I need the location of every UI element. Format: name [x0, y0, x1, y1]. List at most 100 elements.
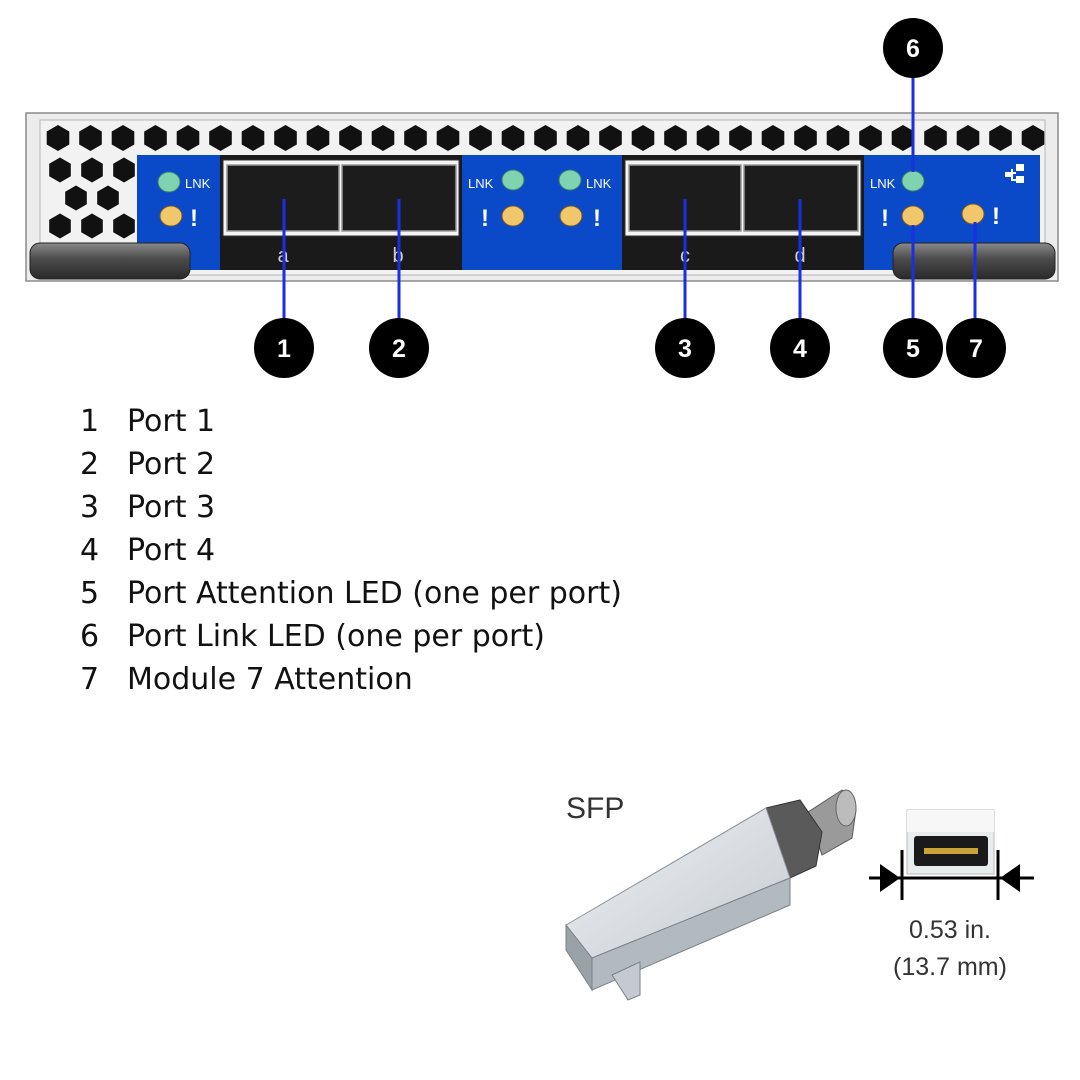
vent-hole	[97, 185, 119, 211]
legend-text: Module 7 Attention	[127, 662, 413, 697]
led-label-lnk-d: LNK	[870, 176, 896, 191]
vent-hole	[891, 125, 915, 151]
legend-num: 2	[80, 447, 100, 482]
vent-hole	[113, 157, 135, 183]
vent-hole	[111, 125, 135, 151]
link-led-port-c	[558, 169, 582, 191]
svg-text:3: 3	[678, 335, 692, 363]
attention-symbol-module: !	[992, 203, 1000, 230]
svg-text:4: 4	[793, 335, 807, 363]
vent-hole	[371, 125, 395, 151]
legend-item: 1 Port 1	[80, 400, 622, 443]
attention-symbol-b: !	[481, 205, 489, 232]
legend-num: 7	[80, 662, 100, 697]
attention-symbol-d: !	[881, 205, 889, 232]
vent-hole	[65, 185, 87, 211]
callout-lines	[282, 70, 977, 325]
led-label-lnk-c: LNK	[586, 176, 612, 191]
led-panel-middle	[462, 155, 622, 270]
vent-hole	[81, 213, 103, 239]
vent-hole	[1021, 125, 1045, 151]
vent-hole	[664, 125, 687, 151]
vent-hole	[599, 125, 622, 151]
vent-hole	[81, 157, 103, 183]
vent-hole	[501, 125, 525, 151]
svg-text:7: 7	[969, 335, 983, 363]
attention-symbol: !	[190, 205, 198, 232]
legend-text: Port 3	[127, 490, 216, 525]
legend-item: 6 Port Link LED (one per port)	[80, 615, 622, 658]
vent-hole	[696, 125, 720, 151]
vent-hole	[79, 125, 102, 151]
legend-text: Port Link LED (one per port)	[127, 619, 545, 654]
vent-hole	[631, 125, 655, 151]
legend-num: 3	[80, 490, 100, 525]
vent-hole	[176, 125, 200, 151]
legend-item: 3 Port 3	[80, 486, 622, 529]
attention-led-port-c	[559, 205, 583, 227]
legend-num: 6	[80, 619, 100, 654]
sfp-module-illustration	[565, 789, 857, 1001]
vent-hole	[306, 125, 330, 151]
vent-hole	[826, 125, 850, 151]
vent-hole	[209, 125, 232, 151]
vent-hole	[46, 125, 70, 151]
vent-hole	[339, 125, 362, 151]
attention-led-port-d	[901, 205, 925, 227]
vent-hole	[956, 125, 980, 151]
network-topology-icon	[1005, 164, 1024, 183]
link-led-port-d	[901, 170, 925, 192]
vent-hole	[729, 125, 752, 151]
vent-grille-left	[49, 157, 135, 239]
attention-led-port-b	[501, 205, 525, 227]
sfp-width-inches: 0.53 in.	[909, 916, 991, 944]
callout-2: 2	[369, 318, 429, 378]
sfp-end-view	[906, 809, 995, 875]
sfp-width-mm: (13.7 mm)	[893, 953, 1007, 981]
vent-hole	[566, 125, 590, 151]
svg-text:6: 6	[906, 35, 920, 63]
sfp-title: SFP	[566, 792, 624, 825]
callout-4: 4	[770, 318, 830, 378]
legend-text: Port 2	[127, 447, 216, 482]
legend-num: 1	[80, 404, 100, 439]
module-attention-led	[961, 203, 985, 225]
vent-hole	[274, 125, 297, 151]
legend-num: 5	[80, 576, 100, 611]
vent-hole	[49, 213, 71, 239]
vent-hole	[924, 125, 947, 151]
led-label-lnk: LNK	[185, 176, 211, 191]
legend-text: Port 1	[127, 404, 216, 439]
left-grip-handle[interactable]	[29, 242, 191, 280]
svg-text:5: 5	[906, 335, 920, 363]
legend-item: 7 Module 7 Attention	[80, 658, 622, 701]
callout-3: 3	[655, 318, 715, 378]
vent-hole	[859, 125, 882, 151]
dimension-arrows	[869, 850, 1034, 900]
vent-hole	[404, 125, 427, 151]
attention-led-port-a	[159, 205, 183, 227]
callout-5: 5	[883, 318, 943, 378]
callout-6: 6	[883, 18, 943, 78]
vent-hole	[989, 125, 1012, 151]
callout-1: 1	[254, 318, 314, 378]
legend-item: 2 Port 2	[80, 443, 622, 486]
vent-hole	[49, 157, 71, 183]
vent-hole	[534, 125, 557, 151]
vent-hole	[113, 213, 135, 239]
link-led-port-b	[501, 169, 525, 191]
vent-grille	[46, 125, 1045, 151]
svg-text:2: 2	[392, 335, 406, 363]
attention-symbol-c: !	[593, 205, 601, 232]
legend-num: 4	[80, 533, 100, 568]
svg-text:1: 1	[277, 335, 291, 363]
link-led-port-a	[157, 171, 181, 193]
callout-7: 7	[946, 318, 1006, 378]
vent-hole	[469, 125, 492, 151]
vent-hole	[794, 125, 817, 151]
led-label-lnk-b: LNK	[468, 176, 494, 191]
